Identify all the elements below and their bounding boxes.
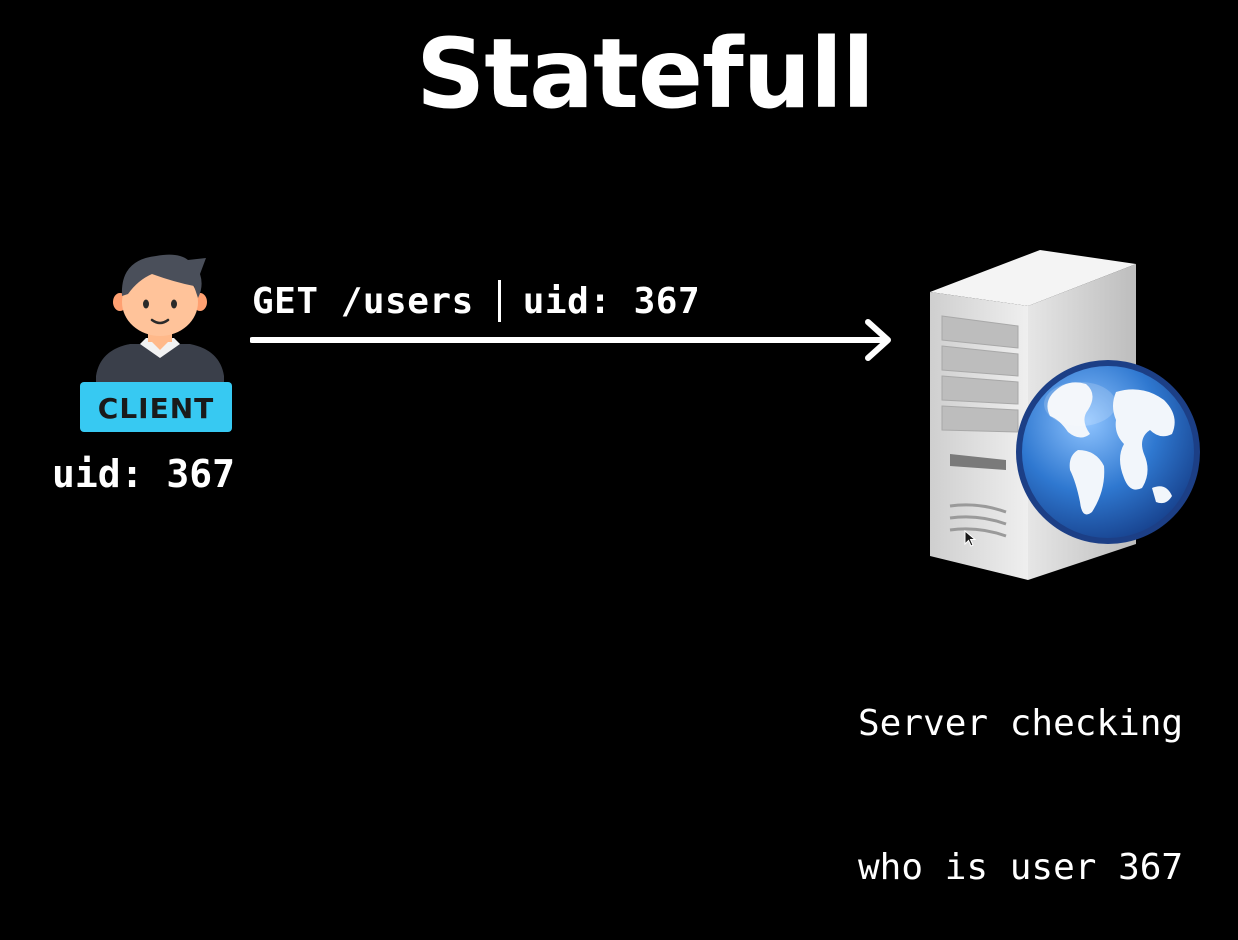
- server-caption-line-2: who is user 367: [858, 847, 1184, 888]
- right-arrow-icon: [249, 319, 891, 361]
- client-badge-label: CLIENT: [98, 392, 214, 425]
- slide-title: Statefull: [416, 18, 875, 130]
- mouse-cursor-icon: [964, 529, 978, 552]
- request-method-path: GET /users: [252, 281, 474, 322]
- client-figure: CLIENT: [78, 246, 242, 440]
- server-figure: [920, 244, 1210, 588]
- client-uid-label: uid: 367: [52, 452, 236, 496]
- server-caption: Server checking who is user 367: [858, 604, 1183, 940]
- request-separator: [497, 280, 501, 322]
- server-caption-line-1: Server checking: [858, 703, 1184, 744]
- client-avatar-icon: CLIENT: [80, 254, 232, 432]
- server-tower-globe-icon: [930, 250, 1200, 580]
- request-label: GET /users uid: 367: [252, 280, 700, 322]
- request-uid: uid: 367: [522, 281, 701, 322]
- request-arrow: [249, 318, 896, 366]
